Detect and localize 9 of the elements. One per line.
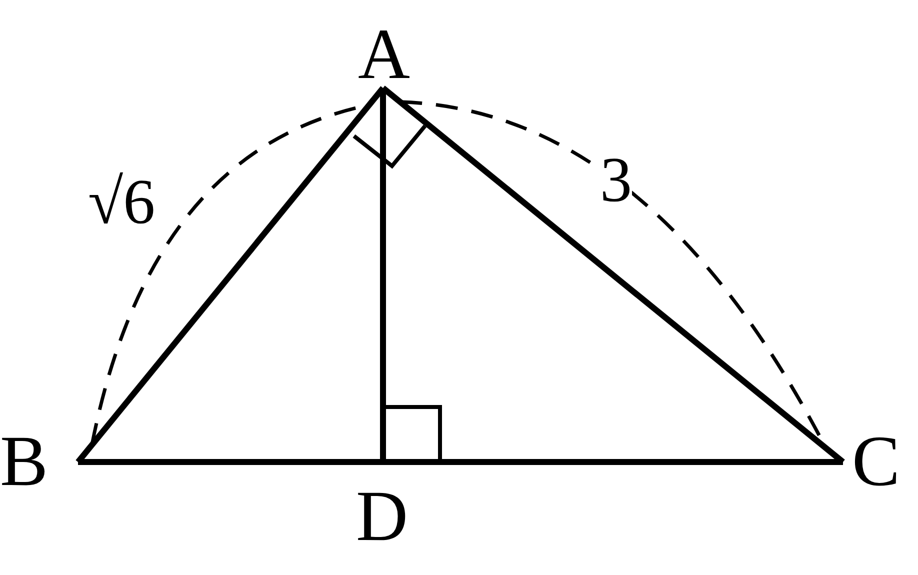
line-segment (76, 86, 386, 464)
vertex-label: A (358, 18, 410, 90)
dashed-arc (400, 100, 828, 449)
vertex-label: C (852, 425, 900, 497)
line-segment (381, 86, 845, 464)
vertex-label: B (0, 425, 48, 497)
line-segment (78, 459, 383, 465)
vertex-label: D (356, 480, 408, 552)
line-segment (383, 459, 843, 465)
